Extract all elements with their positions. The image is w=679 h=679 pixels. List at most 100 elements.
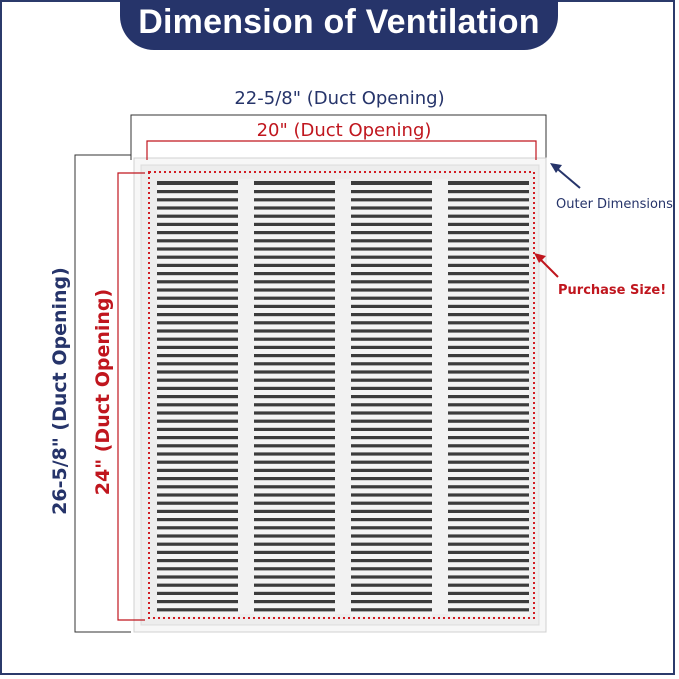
louver-blade [351,365,432,371]
louver-blade [254,217,335,223]
louver-blade [254,209,335,215]
louver-blade [448,316,529,322]
louver-blade [448,234,529,240]
louver-group [157,179,529,617]
louver-blade [351,537,432,543]
louver-blade [351,447,432,453]
louver-blade [448,324,529,330]
louver-blade [448,439,529,445]
louver-blade [157,193,238,199]
louver-blade [157,611,238,617]
louver-blade [157,562,238,568]
louver-blade [254,258,335,264]
louver-blade [157,340,238,346]
louver-blade [157,373,238,379]
outer-height-label: 26-5/8" (Duct Opening) [49,267,71,515]
louver-blade [448,496,529,502]
louver-blade [157,595,238,600]
louver-blade [351,316,432,322]
louver-blade [351,193,432,199]
louver-blade [351,258,432,264]
louver-blade [448,595,529,600]
louver-blade [351,439,432,445]
louver-blade [351,267,432,272]
louver-blade [351,562,432,568]
louver-blade [254,291,335,297]
louver-blade [157,414,238,420]
louver-blade [254,242,335,248]
louver-blade [254,455,335,461]
louver-blade [157,258,238,264]
louver-blade [351,455,432,461]
louver-blade [254,234,335,240]
louver-blade [448,578,529,584]
louver-blade [351,578,432,584]
louver-blade [157,209,238,215]
louver-blade [254,472,335,477]
louver-blade [351,349,432,354]
louver-blade [157,455,238,461]
outer-arrow-head [550,163,562,173]
louver-blade [254,562,335,568]
louver-blade [254,201,335,207]
louver-blade [351,275,432,281]
louver-blade [448,365,529,371]
louver-blade [448,611,529,617]
louver-blade [157,447,238,453]
louver-blade [254,595,335,600]
louver-blade [157,357,238,363]
louver-blade [254,513,335,518]
grille-divider [335,179,351,614]
louver-blade [157,308,238,313]
louver-blade [254,521,335,527]
louver-blade [351,488,432,494]
louver-blade [351,513,432,518]
louver-blade [351,340,432,346]
louver-blade [157,578,238,584]
louver-blade [448,283,529,289]
louver-blade [448,381,529,387]
louver-blade [448,504,529,510]
outer-height-bracket [74,154,131,633]
page-title: Dimension of Ventilation [138,3,540,41]
louver-blade [448,332,529,338]
louver-blade [157,439,238,445]
louver-blade [254,586,335,592]
louver-blade [448,258,529,264]
louver-blade [448,390,529,395]
louver-blade [157,267,238,272]
louver-blade [351,603,432,609]
louver-blade [254,340,335,346]
louver-blade [448,299,529,305]
louver-blade [254,316,335,322]
louver-blade [448,373,529,379]
louver-blade [157,234,238,240]
louver-blade [254,185,335,190]
louver-blade [351,332,432,338]
louver-blade [448,185,529,190]
louver-blade [254,308,335,313]
louver-blade [157,521,238,527]
louver-blade [351,234,432,240]
louver-blade [254,226,335,231]
louver-blade [254,439,335,445]
louver-blade [351,308,432,313]
louver-blade [448,603,529,609]
louver-blade [448,554,529,559]
louver-blade [351,480,432,486]
louver-blade [157,480,238,486]
louver-blade [351,529,432,535]
louver-blade [351,554,432,559]
louver-blade [351,431,432,436]
louver-blade [157,349,238,354]
louver-blade [254,603,335,609]
louver-blade [351,586,432,592]
louver-blade [351,381,432,387]
louver-blade [448,217,529,223]
louver-blade [351,390,432,395]
louver-blade [157,431,238,436]
louver-blade [254,381,335,387]
louver-blade [254,324,335,330]
louver-blade [157,545,238,551]
